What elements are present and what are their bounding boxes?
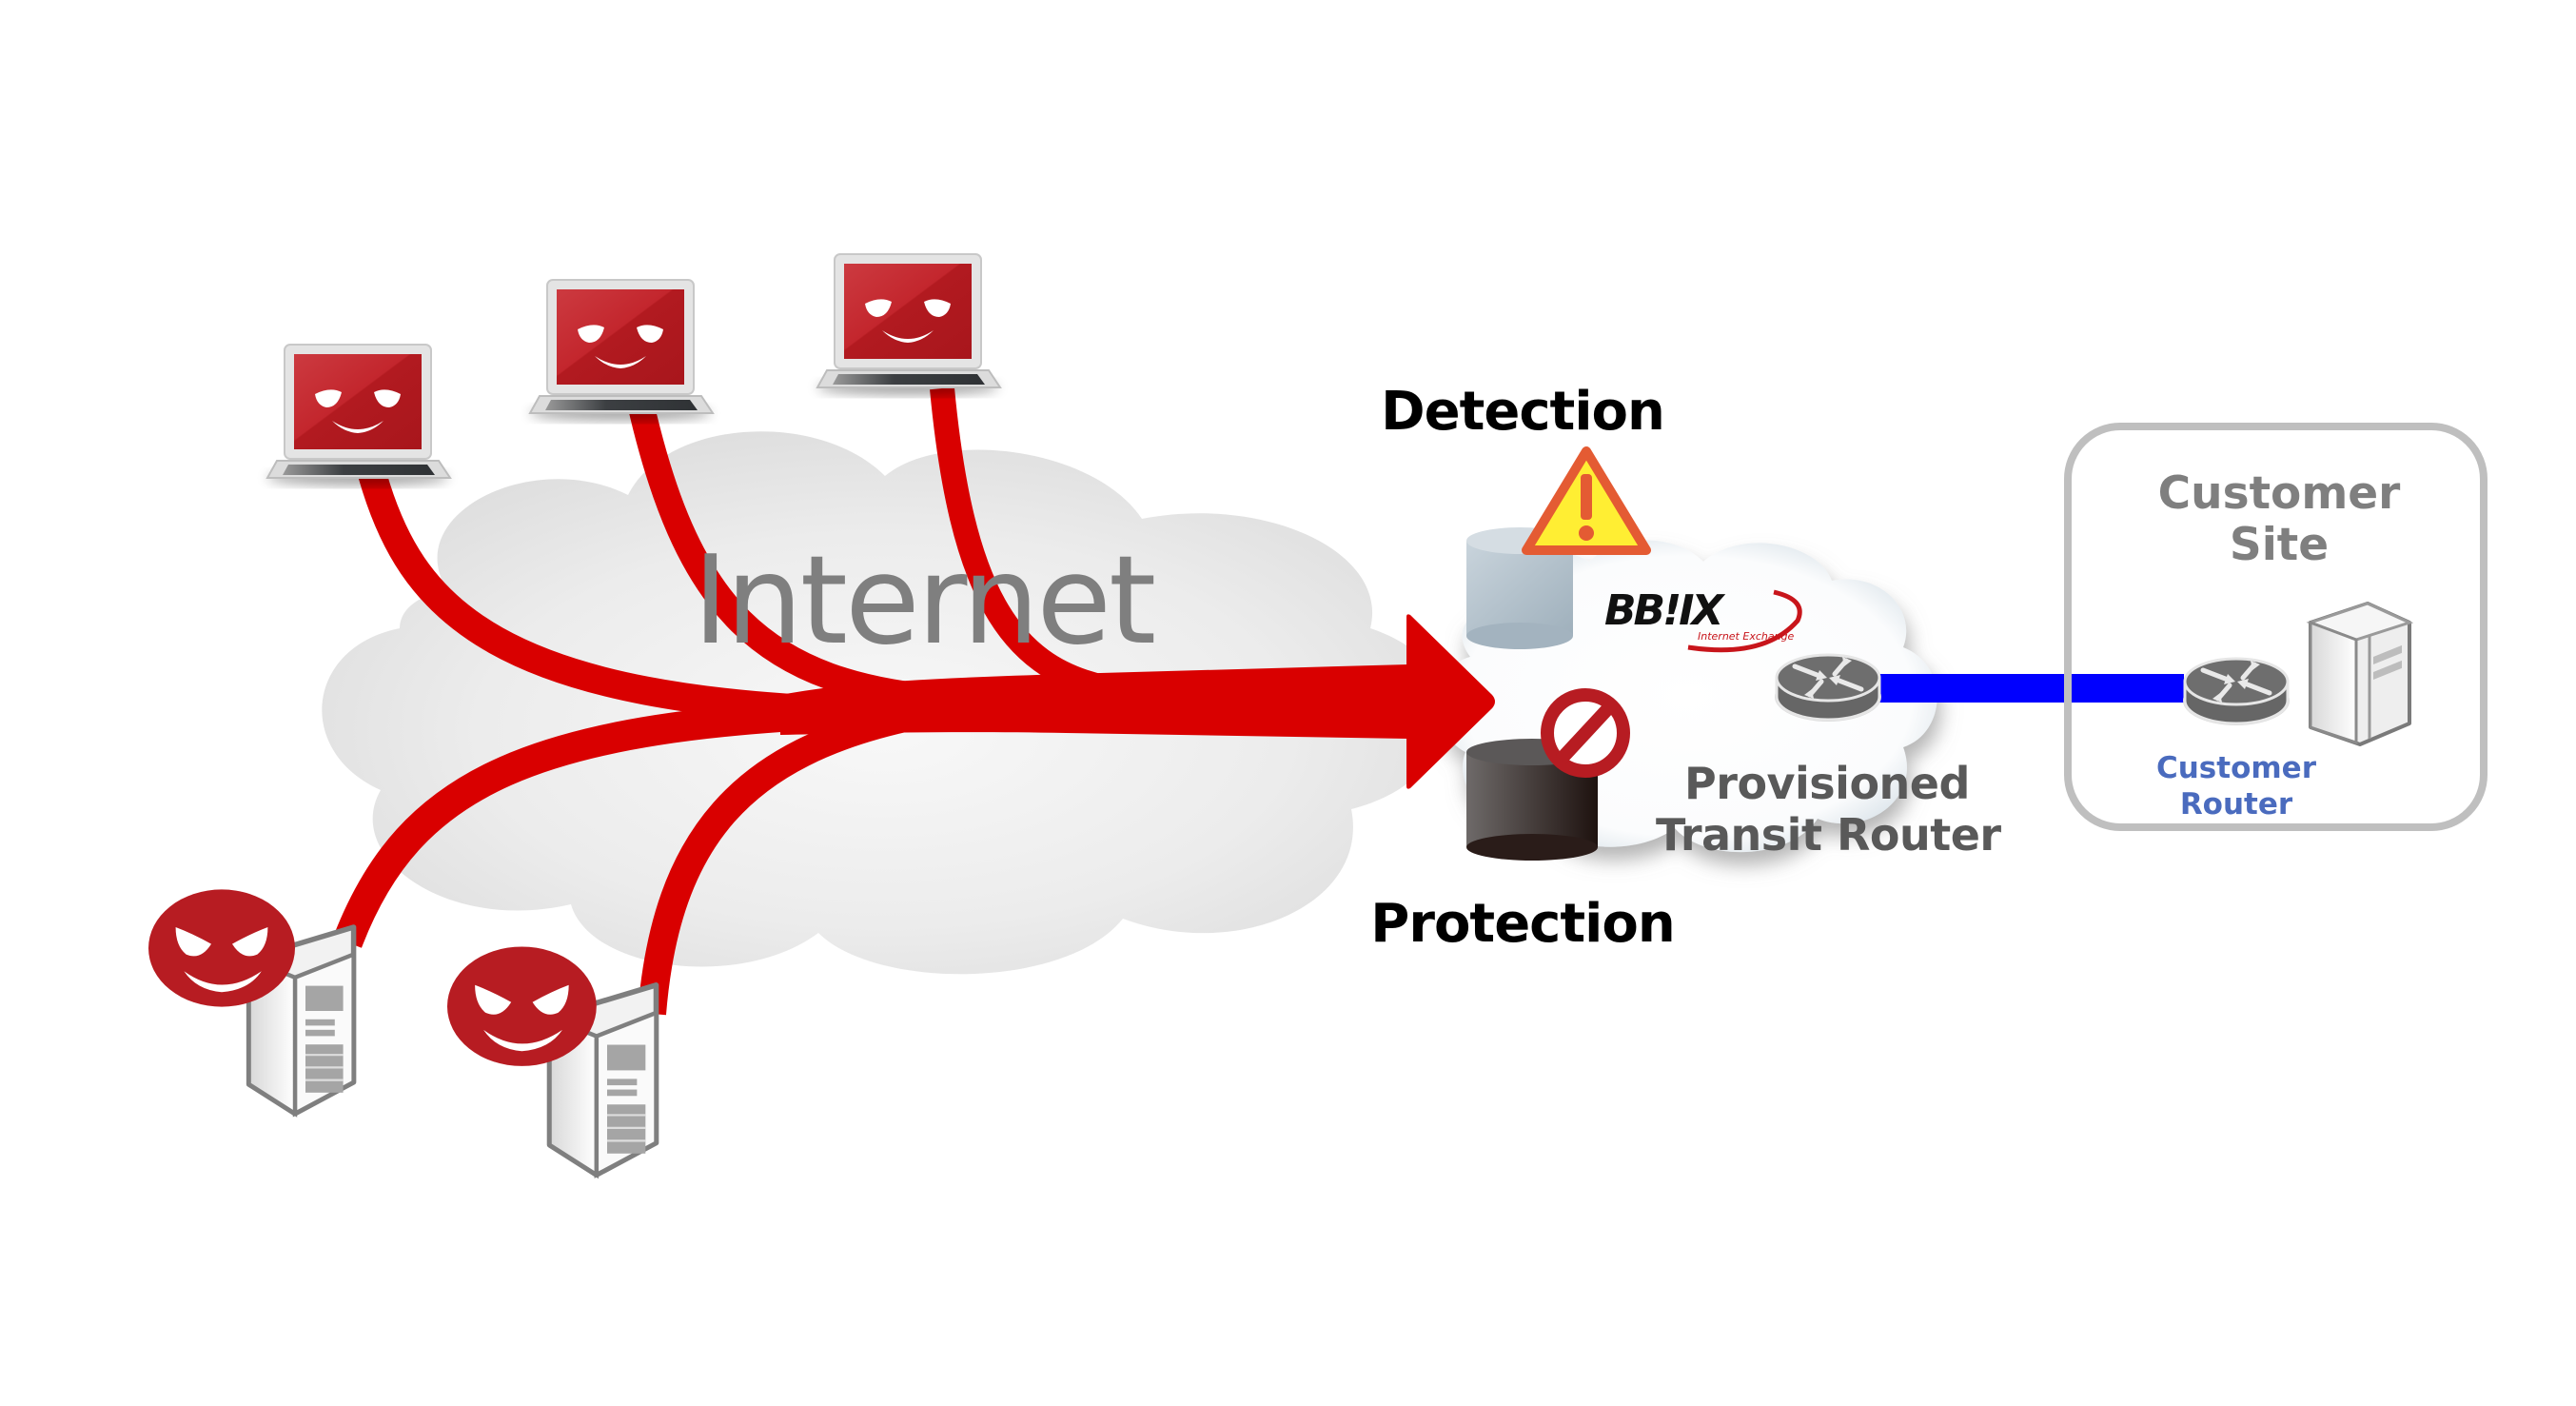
transit-router-label: Provisioned Transit Router: [1656, 758, 2001, 861]
stream-trunk: [780, 664, 1408, 739]
stream-laptop-1: [357, 466, 886, 726]
attacker-laptop-3: [816, 254, 1000, 395]
bbix-logo-main: BB!IX: [1604, 586, 1726, 635]
bbix-logo: BB!IX Internet Exchange: [1604, 586, 1802, 653]
attack-traffic-streams: [333, 386, 1408, 1016]
customer-router-label-line2: Router: [2179, 787, 2293, 822]
attacker-laptop-2: [529, 280, 713, 421]
attacker-laptop-1: [266, 345, 450, 485]
protection-label: Protection: [1370, 893, 1675, 955]
transit-router-label-line1: Provisioned: [1684, 758, 1970, 809]
attacker-server-2: [447, 946, 657, 1175]
stream-server-1: [333, 697, 876, 948]
prohibited-icon: [1541, 688, 1630, 778]
transit-router-icon: [1775, 655, 1881, 722]
detection-appliance: [1466, 527, 1573, 649]
stream-server-2: [638, 702, 917, 1016]
arrowhead-shape: [1406, 614, 1495, 789]
bbix-logo-tagline: Internet Exchange: [1698, 630, 1795, 643]
customer-site-title: Customer Site: [2075, 468, 2484, 571]
detection-label: Detection: [1381, 381, 1665, 443]
attack-arrowhead: [1406, 614, 1495, 789]
transit-router-label-line2: Transit Router: [1656, 809, 2001, 861]
customer-router-icon: [2183, 659, 2290, 725]
customer-router-label-line1: Customer: [2155, 751, 2316, 785]
customer-site-box: [2064, 423, 2488, 831]
warning-triangle-icon: [1522, 446, 1651, 555]
transit-to-customer-link: [1879, 674, 2184, 703]
attacker-server-1: [148, 889, 354, 1113]
internet-label: Internet: [692, 530, 1156, 672]
customer-site-title-line2: Site: [2229, 519, 2330, 571]
customer-router-label: Customer Router: [2151, 750, 2322, 822]
server-tower-icon: [2306, 602, 2414, 746]
customer-site-title-line1: Customer: [2157, 467, 2401, 520]
